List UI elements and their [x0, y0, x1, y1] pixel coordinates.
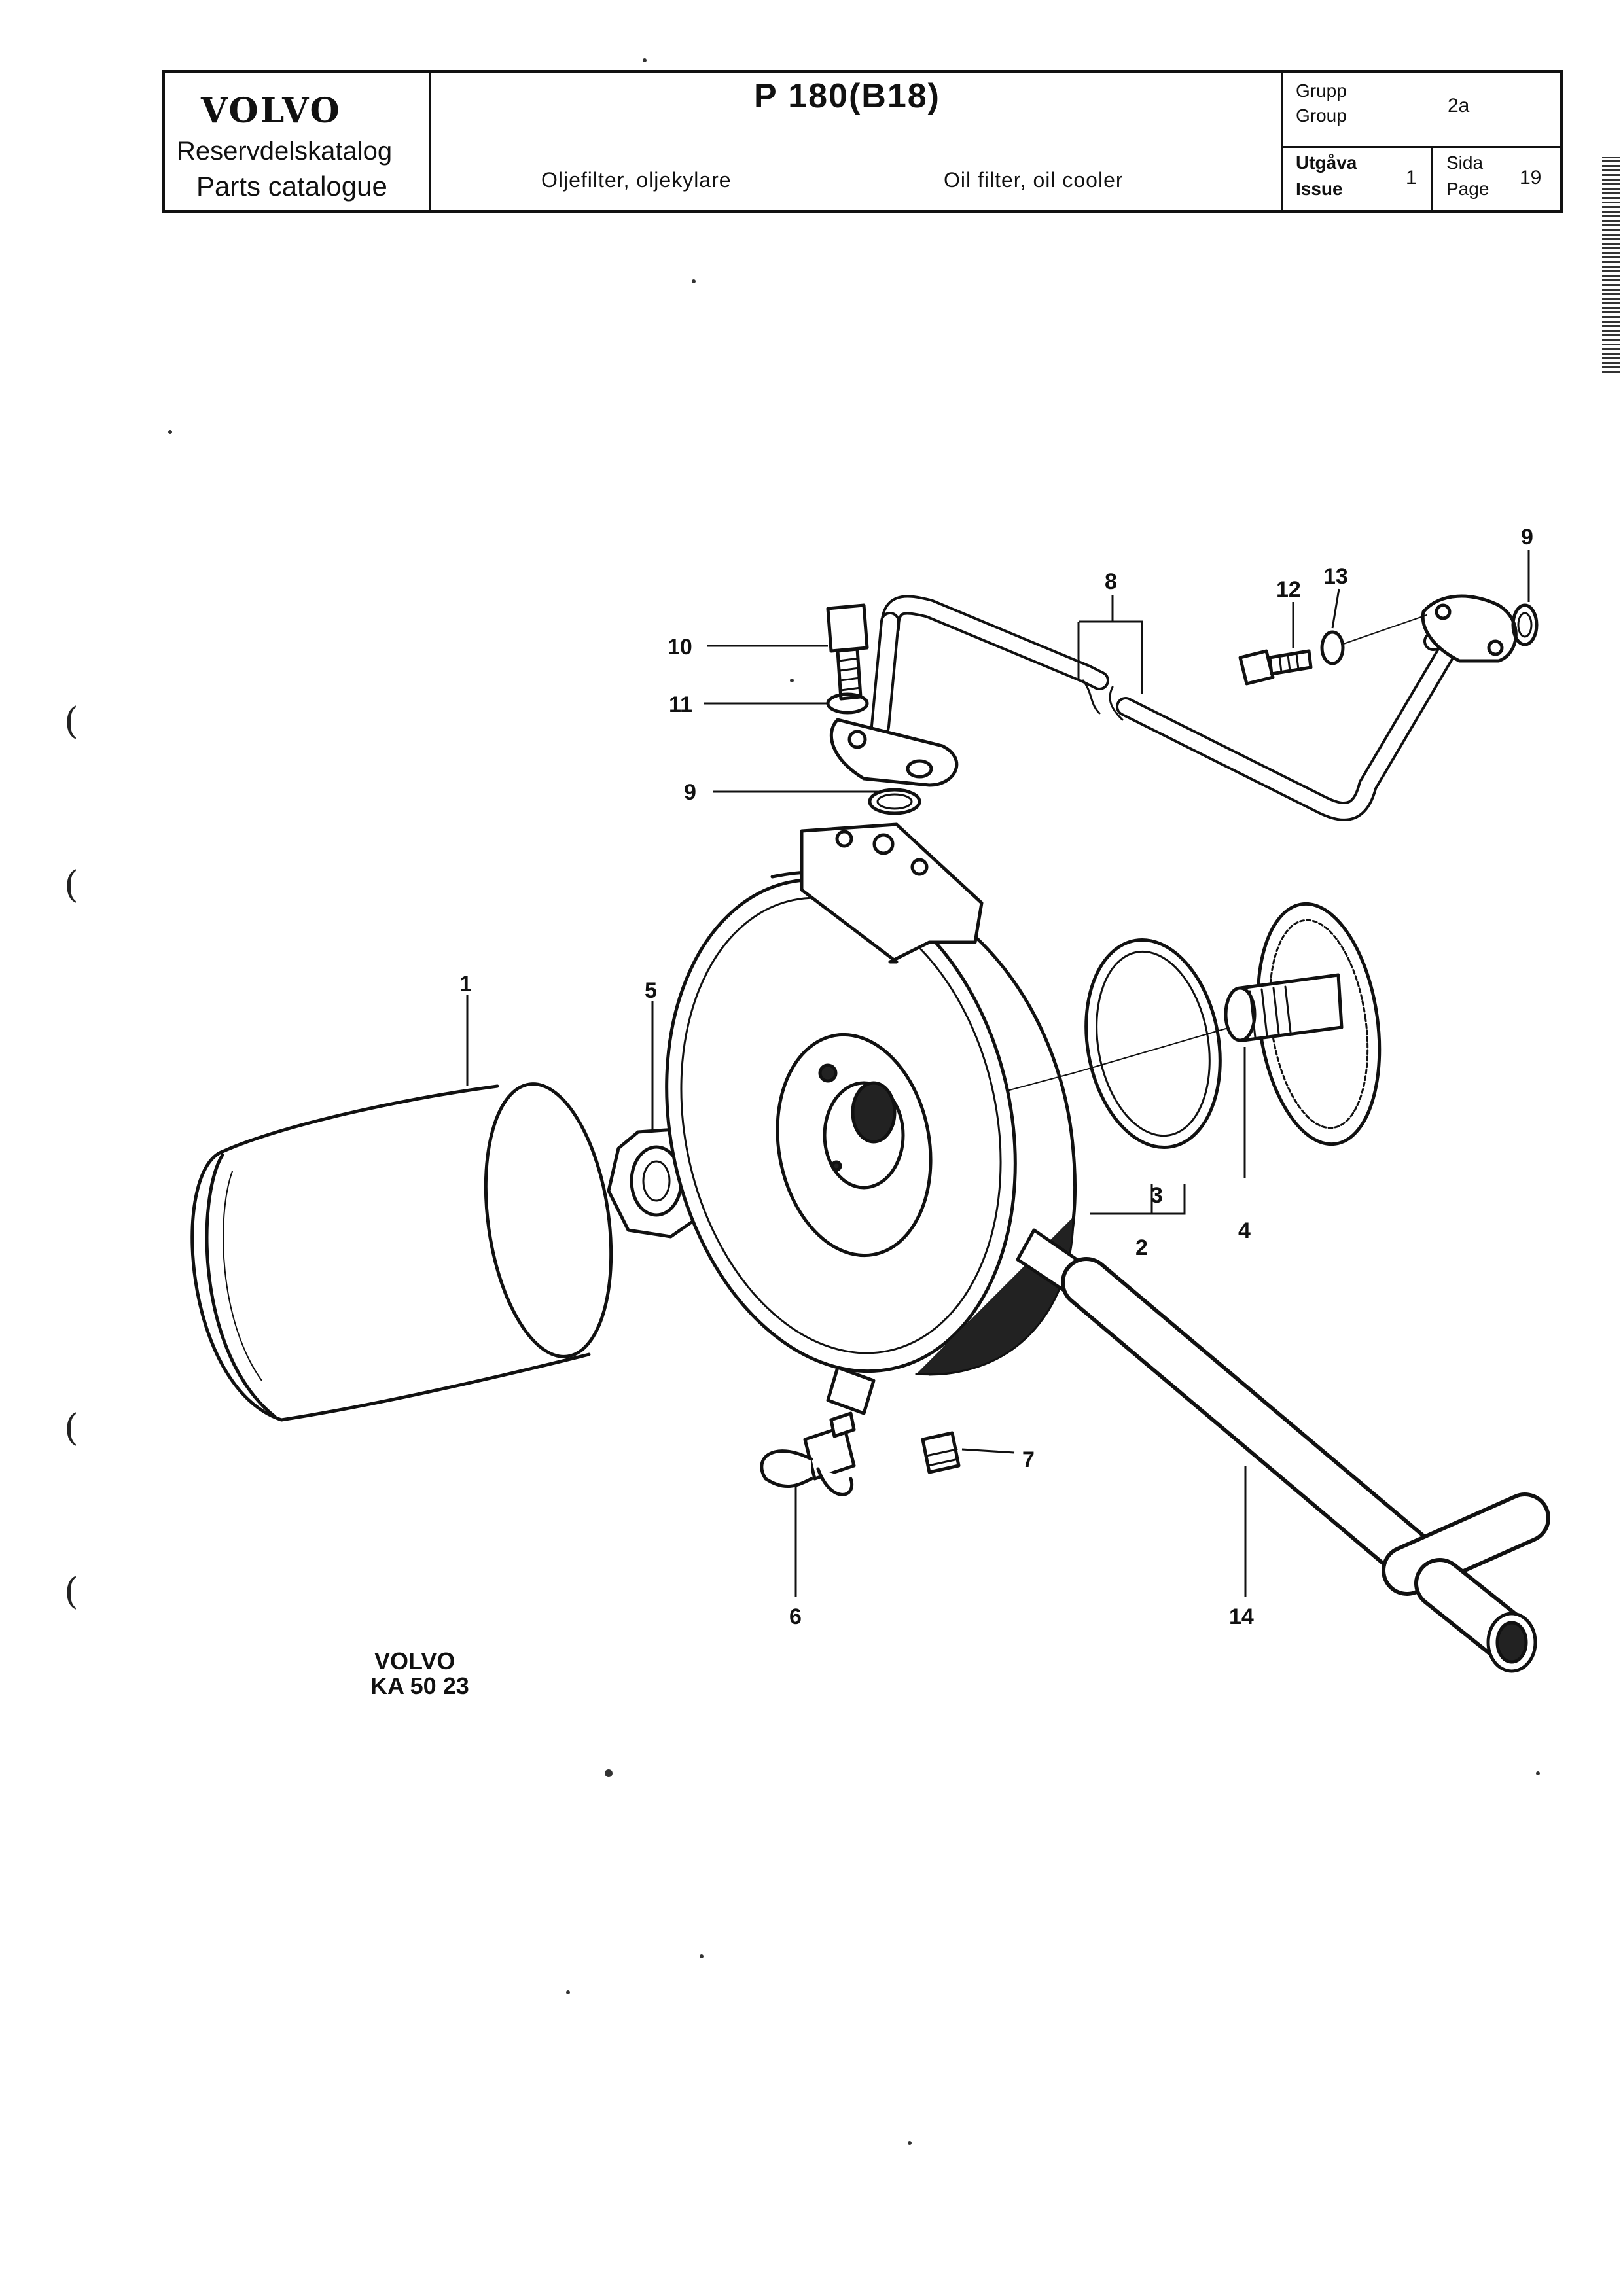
- bolt-10: [826, 603, 869, 701]
- model-title: P 180(B18): [754, 77, 940, 116]
- seal-ring: [1084, 938, 1222, 1150]
- stamp-brand: VOLVO: [374, 1648, 455, 1674]
- threaded-nipple: [1224, 902, 1382, 1146]
- sealing-washer-lower: [868, 788, 921, 815]
- page-value: 19: [1520, 167, 1542, 188]
- callout-2: 2: [1135, 1235, 1148, 1260]
- callout-12: 12: [1276, 577, 1301, 602]
- bolt-12: [1238, 649, 1313, 686]
- callout-6: 6: [789, 1604, 802, 1629]
- callout-9-upper: 9: [1521, 525, 1533, 550]
- page-label-en: Page: [1446, 179, 1489, 199]
- group-value: 2a: [1448, 95, 1470, 116]
- model-engine: (B18): [848, 77, 940, 115]
- callout-7: 7: [1022, 1447, 1035, 1472]
- model-prefix: P 180: [754, 77, 849, 115]
- callout-10: 10: [668, 635, 692, 660]
- oil-pipe-upper: [829, 594, 1518, 821]
- binder-hole-mark: (: [64, 700, 79, 743]
- drawing-reference-stamp: VOLVO KA 50 23: [370, 1649, 469, 1699]
- callout-13: 13: [1323, 564, 1348, 589]
- catalog-title-en: Parts catalogue: [196, 171, 387, 202]
- binder-hole-mark: (: [64, 864, 79, 906]
- callout-9-lower: 9: [684, 780, 696, 805]
- callout-5: 5: [645, 978, 657, 1003]
- binder-hole-mark: (: [64, 1570, 79, 1613]
- issue-label-sv: Utgåva: [1296, 152, 1357, 173]
- subtitle-sv: Oljefilter, oljekylare: [541, 168, 732, 192]
- washer-13: [1320, 630, 1345, 665]
- callout-8: 8: [1105, 569, 1117, 594]
- callout-4: 4: [1238, 1218, 1251, 1243]
- issue-label-en: Issue: [1296, 179, 1343, 199]
- callout-14: 14: [1229, 1604, 1254, 1629]
- oil-cooler-housing: [665, 822, 1095, 1415]
- plug-7: [921, 1431, 961, 1474]
- oil-filter-cartridge: [190, 1082, 613, 1422]
- header-table: VOLVO Reservdelskatalog Parts catalogue …: [162, 70, 1563, 213]
- callout-1: 1: [459, 972, 472, 997]
- issue-value: 1: [1406, 167, 1417, 188]
- scan-edge-strip: [1602, 157, 1620, 373]
- brand-logo: VOLVO: [201, 91, 342, 131]
- subtitle-en: Oil filter, oil cooler: [944, 168, 1124, 192]
- sealing-washer-upper: [1511, 603, 1539, 646]
- return-pipe: [1061, 1257, 1550, 1673]
- drain-cock: [760, 1411, 856, 1496]
- group-label-en: Group: [1296, 105, 1347, 126]
- callout-11: 11: [669, 692, 692, 717]
- binder-hole-mark: (: [64, 1407, 79, 1449]
- catalog-title-sv: Reservdelskatalog: [177, 137, 393, 166]
- callout-3: 3: [1150, 1183, 1163, 1208]
- stamp-code: KA 50 23: [370, 1672, 469, 1699]
- page-label-sv: Sida: [1446, 152, 1484, 173]
- group-label-sv: Grupp: [1296, 80, 1347, 101]
